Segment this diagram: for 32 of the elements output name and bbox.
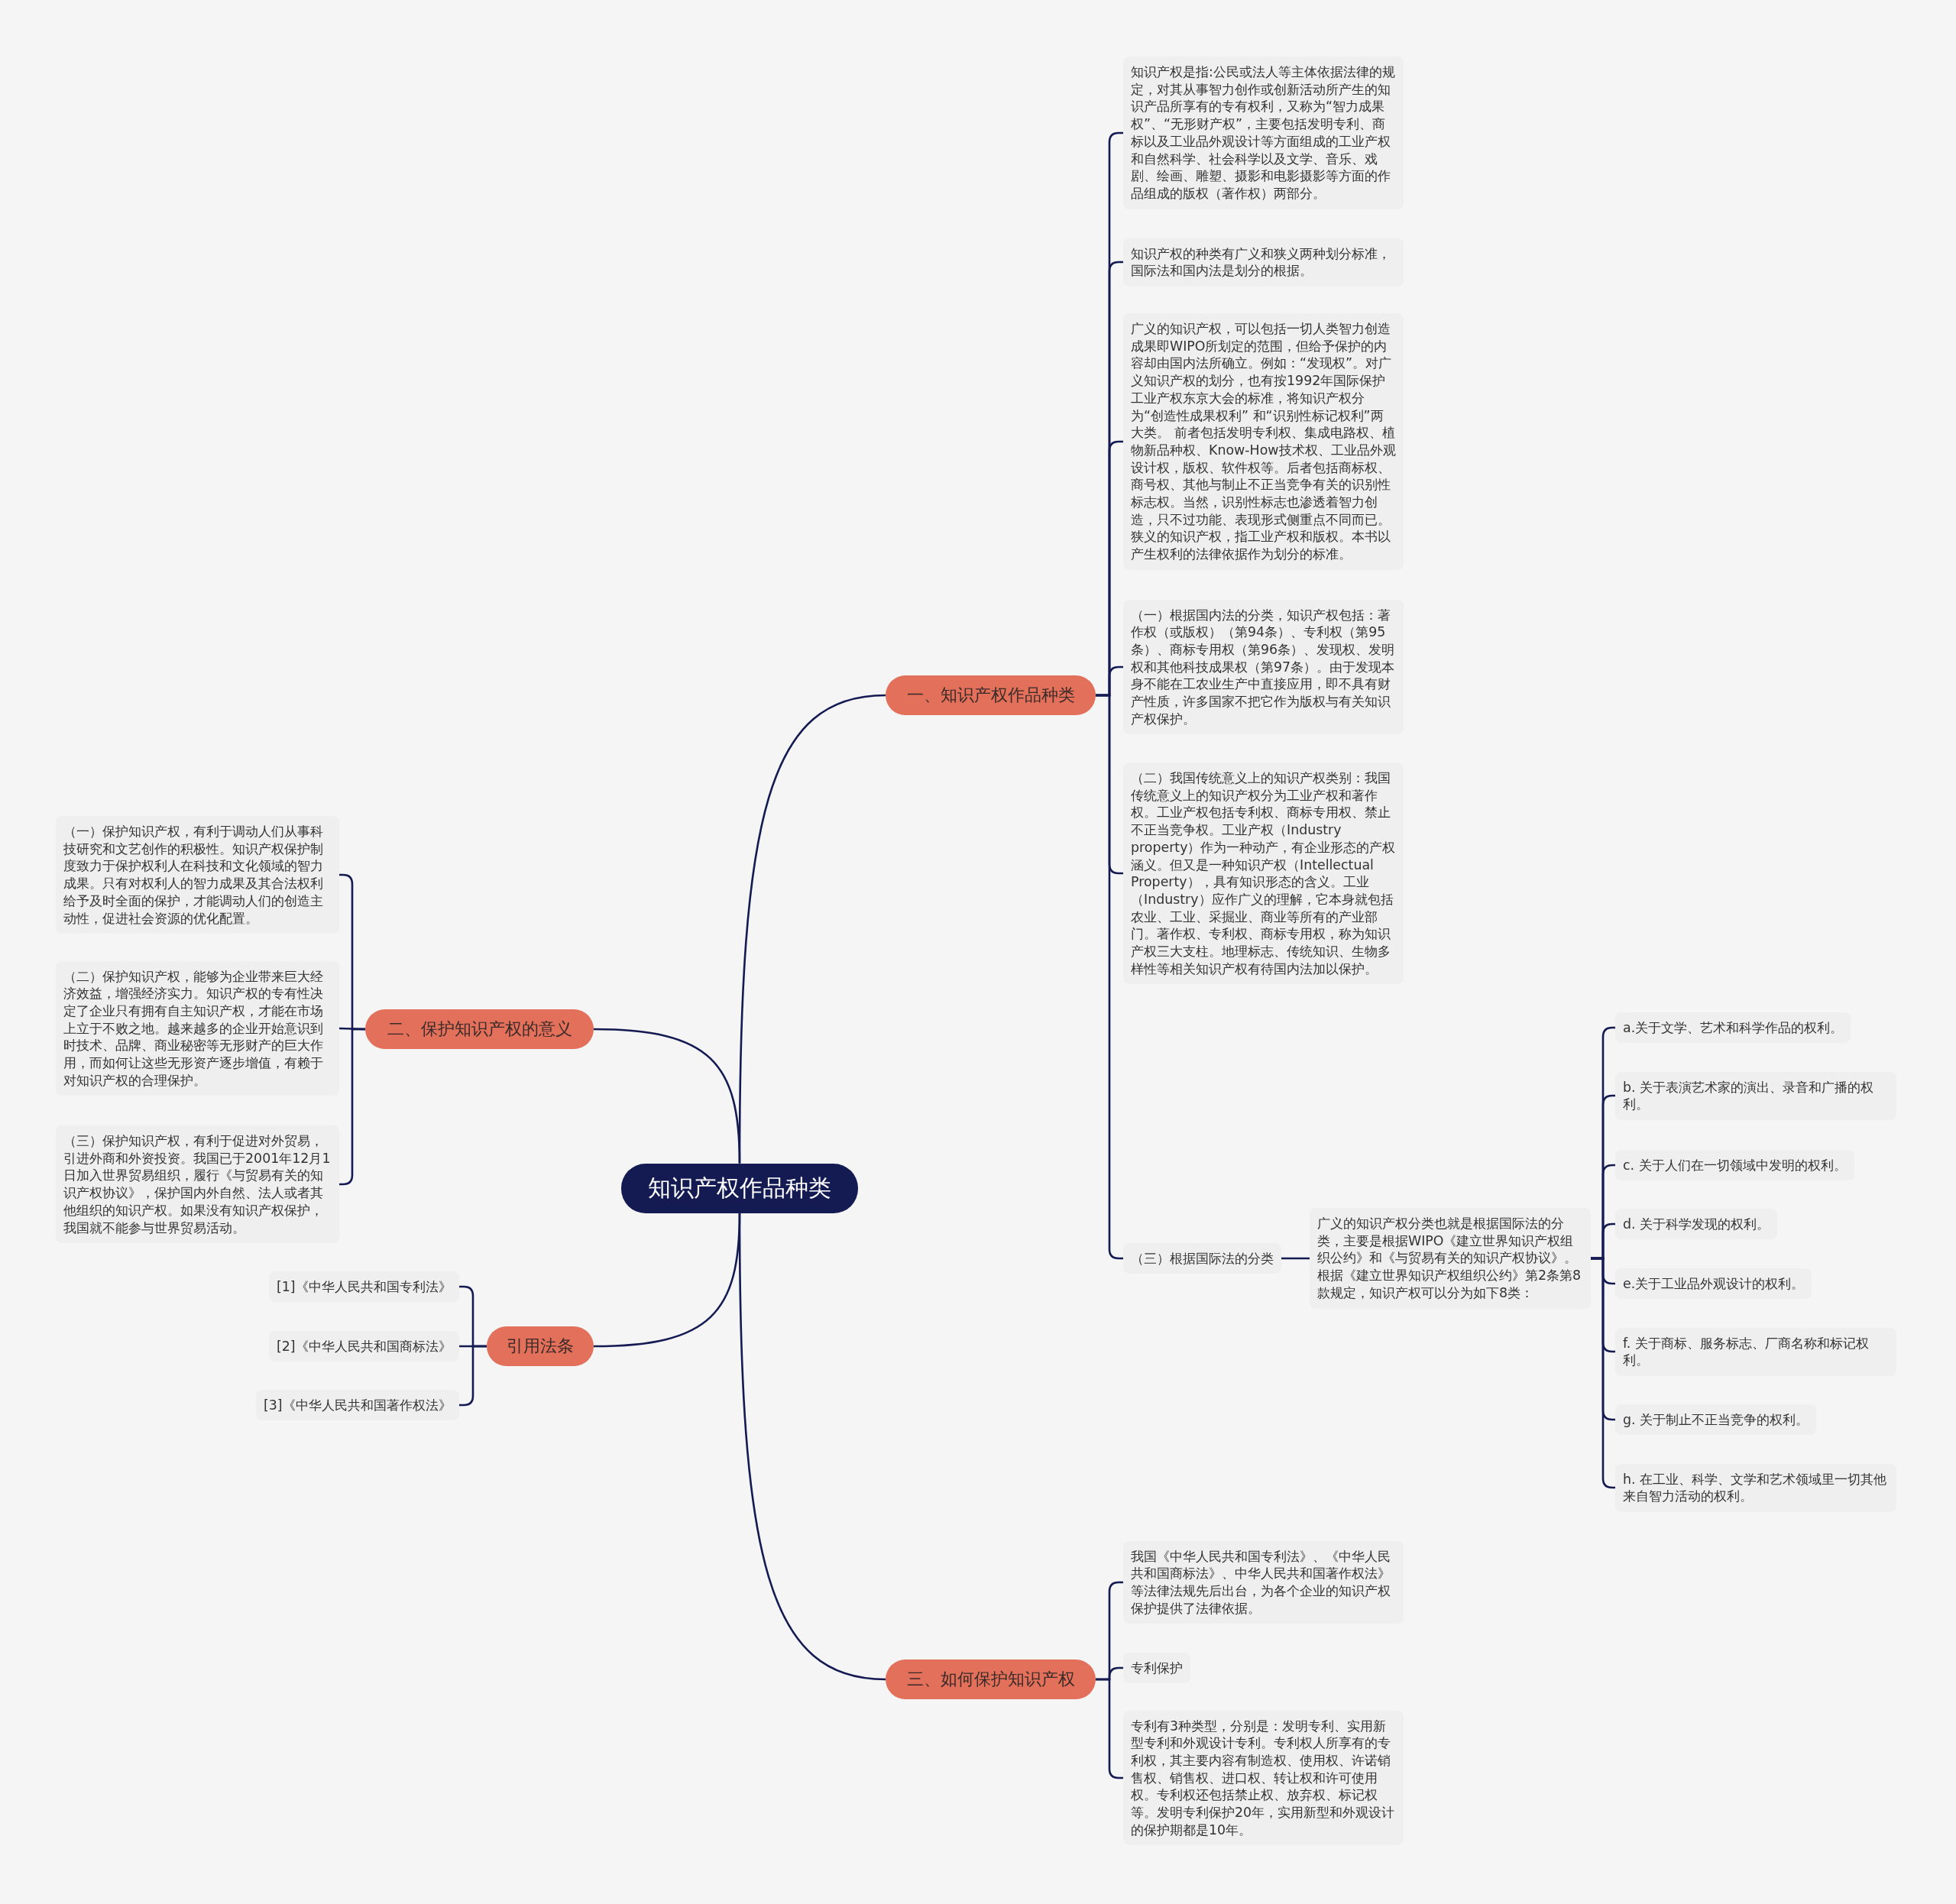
text-card: h. 在工业、科学、文学和艺术领域里一切其他来自智力活动的权利。 bbox=[1615, 1463, 1896, 1512]
root-topic: 知识产权作品种类 bbox=[621, 1163, 858, 1213]
text-card: （三）保护知识产权，有利于促进对外贸易，引进外商和外资投资。我国已于2001年12月1日加入世界贸易组织，履行《与贸易有关的知识产权协议》，保护国内外自然、法人或者其他组织的知识产权。如果没有知识产权保护，我国就不能参与世界贸易活动。 bbox=[56, 1125, 339, 1244]
text-card: a.关于文学、艺术和科学作品的权利。 bbox=[1615, 1012, 1851, 1044]
text-card: 我国《中华人民共和国专利法》、《中华人民共和国商标法》、中华人民共和国著作权法》等法律法规先后出台，为各个企业的知识产权保护提供了法律依据。 bbox=[1123, 1540, 1404, 1624]
branch-topic: 二、保护知识产权的意义 bbox=[365, 1009, 594, 1049]
text-card: 知识产权的种类有广义和狭义两种划分标准，国际法和国内法是划分的根据。 bbox=[1123, 238, 1404, 287]
text-card: 广义的知识产权，可以包括一切人类智力创造成果即WIPO所划定的范围，但给予保护的内容却由国内法所确立。例如：“发现权”。对广义知识产权的划分，也有按1992年国际保护工业产权东京大会的标准，将知识产权分为“创造性成果权利” 和“识别性标记权利”两大类。 前者包括发明专利权、集成电路权、植物新品种权、Know-How技术权、工业品外观设计权，版权、软件权等。后者包括商标权、商号权、其他与制止不正当竞争有关的识别性标志权。当然，识别性标志也渗透着智力创造，只不过功能、表现形式侧重点不同而已。狭义的知识产权，指工业产权和版权。本书以产生权利的法律依据作为划分的标准。 bbox=[1123, 313, 1404, 570]
branch-topic: 引用法条 bbox=[487, 1326, 594, 1366]
text-card: [2]《中华人民共和国商标法》 bbox=[269, 1330, 459, 1362]
text-card: e.关于工业品外观设计的权利。 bbox=[1615, 1268, 1812, 1300]
text-card: （一）根据国内法的分类，知识产权包括：著作权（或版权）（第94条）、专利权（第95条）、商标专用权（第96条）、发现权、发明权和其他科技成果权（第97条）。由于发现本身不能在工农业生产中直接应用，即不具有财产性质，许多国家不把它作为版权与有关知识产权保护。 bbox=[1123, 599, 1404, 735]
branch-topic: 一、知识产权作品种类 bbox=[886, 675, 1096, 715]
text-card: （三）根据国际法的分类 bbox=[1123, 1242, 1281, 1274]
text-card: 知识产权是指:公民或法人等主体依据法律的规定，对其从事智力创作或创新活动所产生的知识产品所享有的专有权利，又称为“智力成果权”、“无形财产权”，主要包括发明专利、商标以及工业品外观设计等方面组成的工业产权和自然科学、社会科学以及文学、音乐、戏剧、绘画、雕塑、摄影和电影摄影等方面的作品组成的版权（著作权）两部分。 bbox=[1123, 57, 1404, 209]
text-card: c. 关于人们在一切领域中发明的权利。 bbox=[1615, 1149, 1854, 1181]
text-card: （二）保护知识产权，能够为企业带来巨大经济效益，增强经济实力。知识产权的专有性决定了企业只有拥有自主知识产权，才能在市场上立于不败之地。越来越多的企业开始意识到时技术、品牌、商业秘密等无形财产的巨大作用，而如何让这些无形资产逐步增值，有赖于对知识产权的合理保护。 bbox=[56, 960, 339, 1096]
branch-topic: 三、如何保护知识产权 bbox=[886, 1660, 1096, 1699]
text-card: [1]《中华人民共和国专利法》 bbox=[269, 1271, 459, 1303]
text-card: g. 关于制止不正当竞争的权利。 bbox=[1615, 1404, 1817, 1436]
text-card: [3]《中华人民共和国著作权法》 bbox=[256, 1389, 459, 1421]
text-card: f. 关于商标、服务标志、厂商名称和标记权利。 bbox=[1615, 1327, 1896, 1376]
text-card: d. 关于科学发现的权利。 bbox=[1615, 1208, 1778, 1240]
connector-line bbox=[738, 1213, 886, 1681]
text-card: 广义的知识产权分类也就是根据国际法的分类，主要是根据WIPO《建立世界知识产权组织公约》和《与贸易有关的知识产权协议》。根据《建立世界知识产权组织公约》第2条第8款规定，知识产权可以分为如下8类： bbox=[1310, 1208, 1591, 1309]
connector-line bbox=[1281, 1257, 1310, 1260]
connector-line bbox=[593, 1028, 741, 1164]
text-card: （二）我国传统意义上的知识产权类别：我国传统意义上的知识产权分为工业产权和著作权。工业产权包括专利权、商标专用权、禁止不正当竞争权。工业产权（Industry property）作为一种动产，有企业形态的产权涵义。但又是一种知识产权（Intellectual Property），具有知识形态的含义。工业（Industry）应作广义的理解，它本身就包括农业、工业、采掘业、商业等所有的产业部门。著作权、专利权、商标专用权，称为知识产权三大支柱。地理标志、传统知识、生物多样性等相关知识产权有待国内法加以保护。 bbox=[1123, 763, 1404, 985]
text-card: 专利保护 bbox=[1123, 1652, 1190, 1684]
text-card: 专利有3种类型，分别是：发明专利、实用新型专利和外观设计专利。专利权人所享有的专利权，其主要内容有制造权、使用权、许诺销售权、销售权、进口权、转让权和许可使用权。专利权还包括禁止权、放弃权、标记权等。发明专利保护20年，实用新型和外观设计的保护期都是10年。 bbox=[1123, 1710, 1404, 1846]
text-card: （一）保护知识产权，有利于调动人们从事科技研究和文艺创作的积极性。知识产权保护制度致力于保护权利人在科技和文化领域的智力成果。只有对权利人的智力成果及其合法权利给予及时全面的保护，才能调动人们的创造主动性，促进社会资源的优化配置。 bbox=[56, 816, 339, 934]
text-card: b. 关于表演艺术家的演出、录音和广播的权利。 bbox=[1615, 1071, 1896, 1120]
